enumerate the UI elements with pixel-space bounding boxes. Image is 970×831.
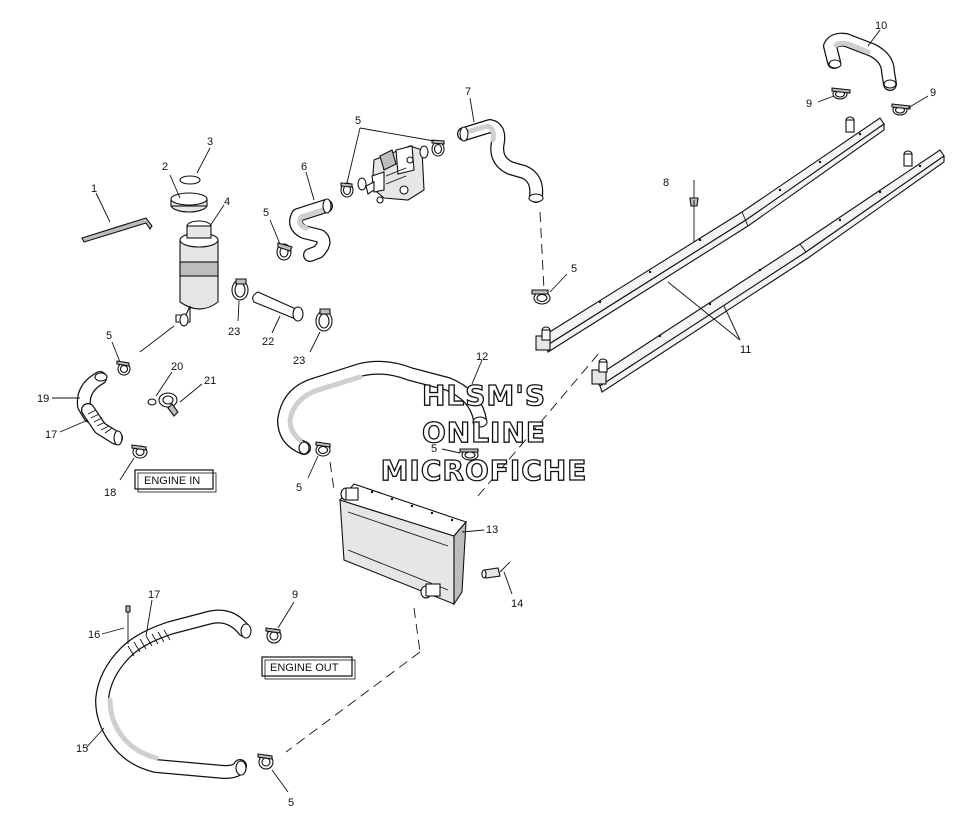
part-13-heat-exchanger <box>339 483 467 606</box>
callout-8: 8 <box>663 177 669 189</box>
callout-14: 14 <box>511 598 523 610</box>
part-7-hose <box>457 119 544 203</box>
part-21-p-clamp <box>158 392 179 417</box>
callout-22: 22 <box>262 336 274 348</box>
watermark-line-1: HLSM'S <box>422 379 546 412</box>
callout-12: 12 <box>476 351 488 363</box>
callout-5h: 5 <box>288 797 294 809</box>
callout-13: 13 <box>486 524 498 536</box>
part-17-flex-hose-a <box>81 403 123 446</box>
part-4-reservoir-tank <box>175 220 219 327</box>
part-5-clamp-d <box>531 289 551 305</box>
callout-5f: 5 <box>431 443 437 455</box>
part-1-hex-key <box>81 217 153 243</box>
callout-23b: 23 <box>293 355 305 367</box>
part-5-clamp-a <box>276 242 293 261</box>
watermark-line-3: MICROFICHE <box>381 454 588 487</box>
engine-in-text: ENGINE IN <box>144 475 200 487</box>
part-11-cooler-rail-lower <box>591 149 945 393</box>
callout-9a: 9 <box>806 98 812 110</box>
callout-5d: 5 <box>571 263 577 275</box>
part-17-flex-hose-b <box>127 629 171 657</box>
part-11-cooler-rail-upper <box>535 116 885 353</box>
part-5-clamp-g <box>116 360 131 376</box>
part-20-washer <box>147 398 157 406</box>
part-5-clamp-c <box>431 139 445 157</box>
part-9-clamp-b <box>891 103 911 116</box>
part-8-screw <box>689 180 699 207</box>
part-5-clamp-e <box>315 441 331 457</box>
engine-in-label: ENGINE IN <box>134 469 217 493</box>
part-16-cable-tie <box>125 605 131 644</box>
callout-15: 15 <box>76 743 88 755</box>
watermark-line-2: ONLINE <box>422 416 546 449</box>
thermostat-housing <box>357 145 429 204</box>
callout-23a: 23 <box>228 326 240 338</box>
part-22-hose-short <box>252 291 304 322</box>
callout-9b: 9 <box>930 87 936 99</box>
callout-5a: 5 <box>263 207 269 219</box>
part-2-cap <box>170 192 208 213</box>
callout-5b: 5 <box>355 115 361 127</box>
part-12-main-hose <box>277 360 488 455</box>
part-15-return-hose <box>95 609 252 779</box>
callout-18: 18 <box>104 487 116 499</box>
part-18-clamp <box>131 444 148 459</box>
callout-11: 11 <box>740 344 751 356</box>
part-5-clamp-f <box>459 448 479 461</box>
engine-out-label: ENGINE OUT <box>261 656 356 680</box>
callout-1: 1 <box>91 183 97 195</box>
part-6-elbow-hose <box>289 198 333 262</box>
part-23-clamp-right <box>315 308 333 332</box>
part-14-fitting <box>481 561 511 579</box>
callout-3: 3 <box>207 136 213 148</box>
callout-17a: 17 <box>45 429 57 441</box>
part-5-clamp-b <box>340 182 354 198</box>
callout-17b: 17 <box>148 589 160 601</box>
callout-16: 16 <box>88 629 100 641</box>
part-10-crossover-hose <box>823 32 897 91</box>
callout-5g: 5 <box>106 330 112 342</box>
part-3-o-ring <box>179 175 201 185</box>
watermark: HLSM'S ONLINE MICROFICHE <box>380 378 588 487</box>
callout-20: 20 <box>171 361 183 373</box>
callout-5e: 5 <box>296 482 302 494</box>
part-9-clamp-c <box>265 627 282 644</box>
part-23-clamp-left <box>231 278 249 301</box>
callout-4: 4 <box>224 196 230 208</box>
engine-out-text: ENGINE OUT <box>270 662 339 674</box>
part-9-clamp-a <box>831 87 851 100</box>
callout-21: 21 <box>204 375 216 387</box>
part-5-clamp-h <box>257 753 274 770</box>
callout-6: 6 <box>301 161 307 173</box>
callout-9c: 9 <box>292 589 298 601</box>
callout-10: 10 <box>875 20 887 32</box>
callout-2: 2 <box>162 161 168 173</box>
callout-19: 19 <box>37 393 49 405</box>
callout-7: 7 <box>465 86 471 98</box>
